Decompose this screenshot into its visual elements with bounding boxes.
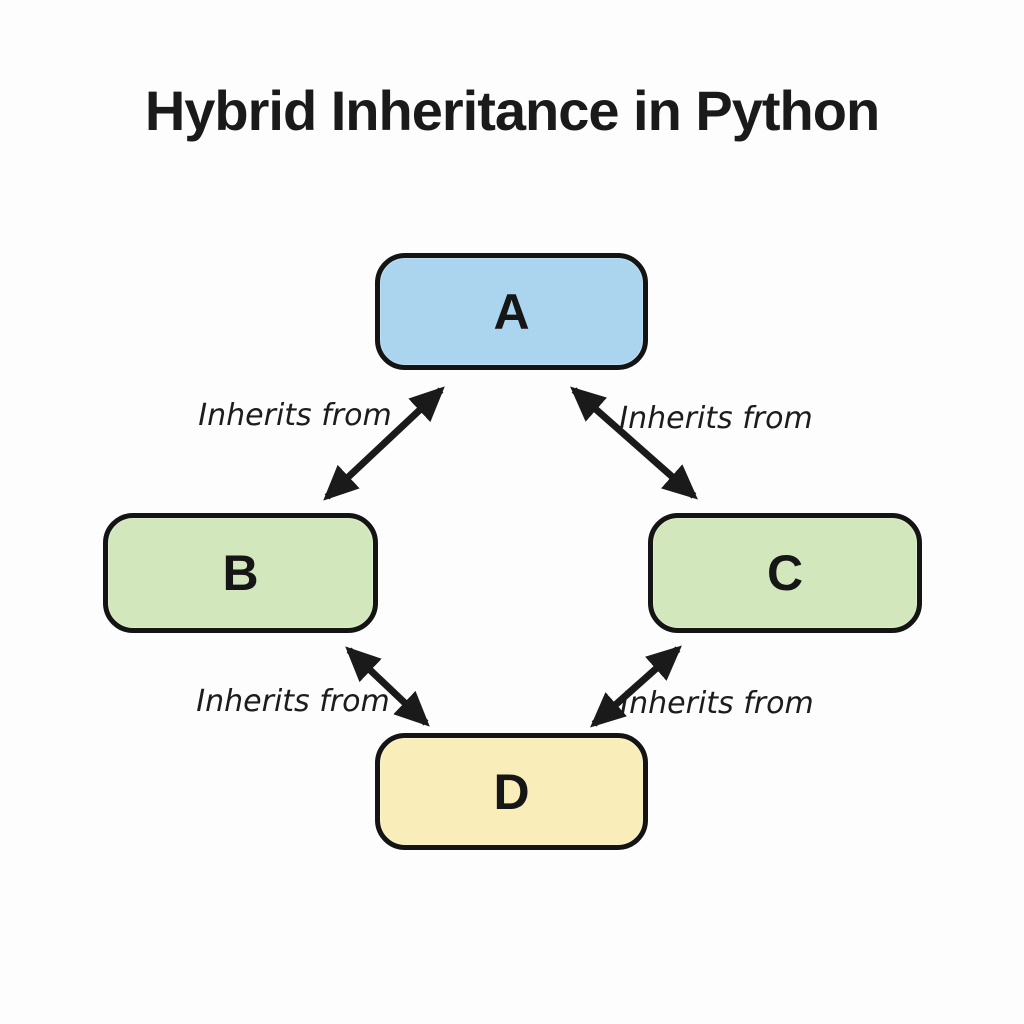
edge-label-d-inherits-c: Inherits from (620, 686, 814, 721)
class-node-d: D (375, 733, 648, 850)
class-node-b: B (103, 513, 378, 633)
edge-label-c-inherits-a: Inherits from (619, 401, 813, 436)
class-node-c-label: C (766, 545, 804, 601)
edge-label-b-inherits-a: Inherits from (198, 398, 392, 433)
diagram-title: Hybrid Inheritance in Python (144, 79, 880, 142)
class-node-d-label: D (493, 763, 530, 820)
class-node-a-label: A (493, 283, 530, 340)
class-node-a: A (375, 253, 648, 370)
class-node-c: C (648, 513, 922, 633)
class-node-b-label: B (222, 545, 259, 601)
edge-label-d-inherits-b: Inherits from (196, 684, 390, 719)
